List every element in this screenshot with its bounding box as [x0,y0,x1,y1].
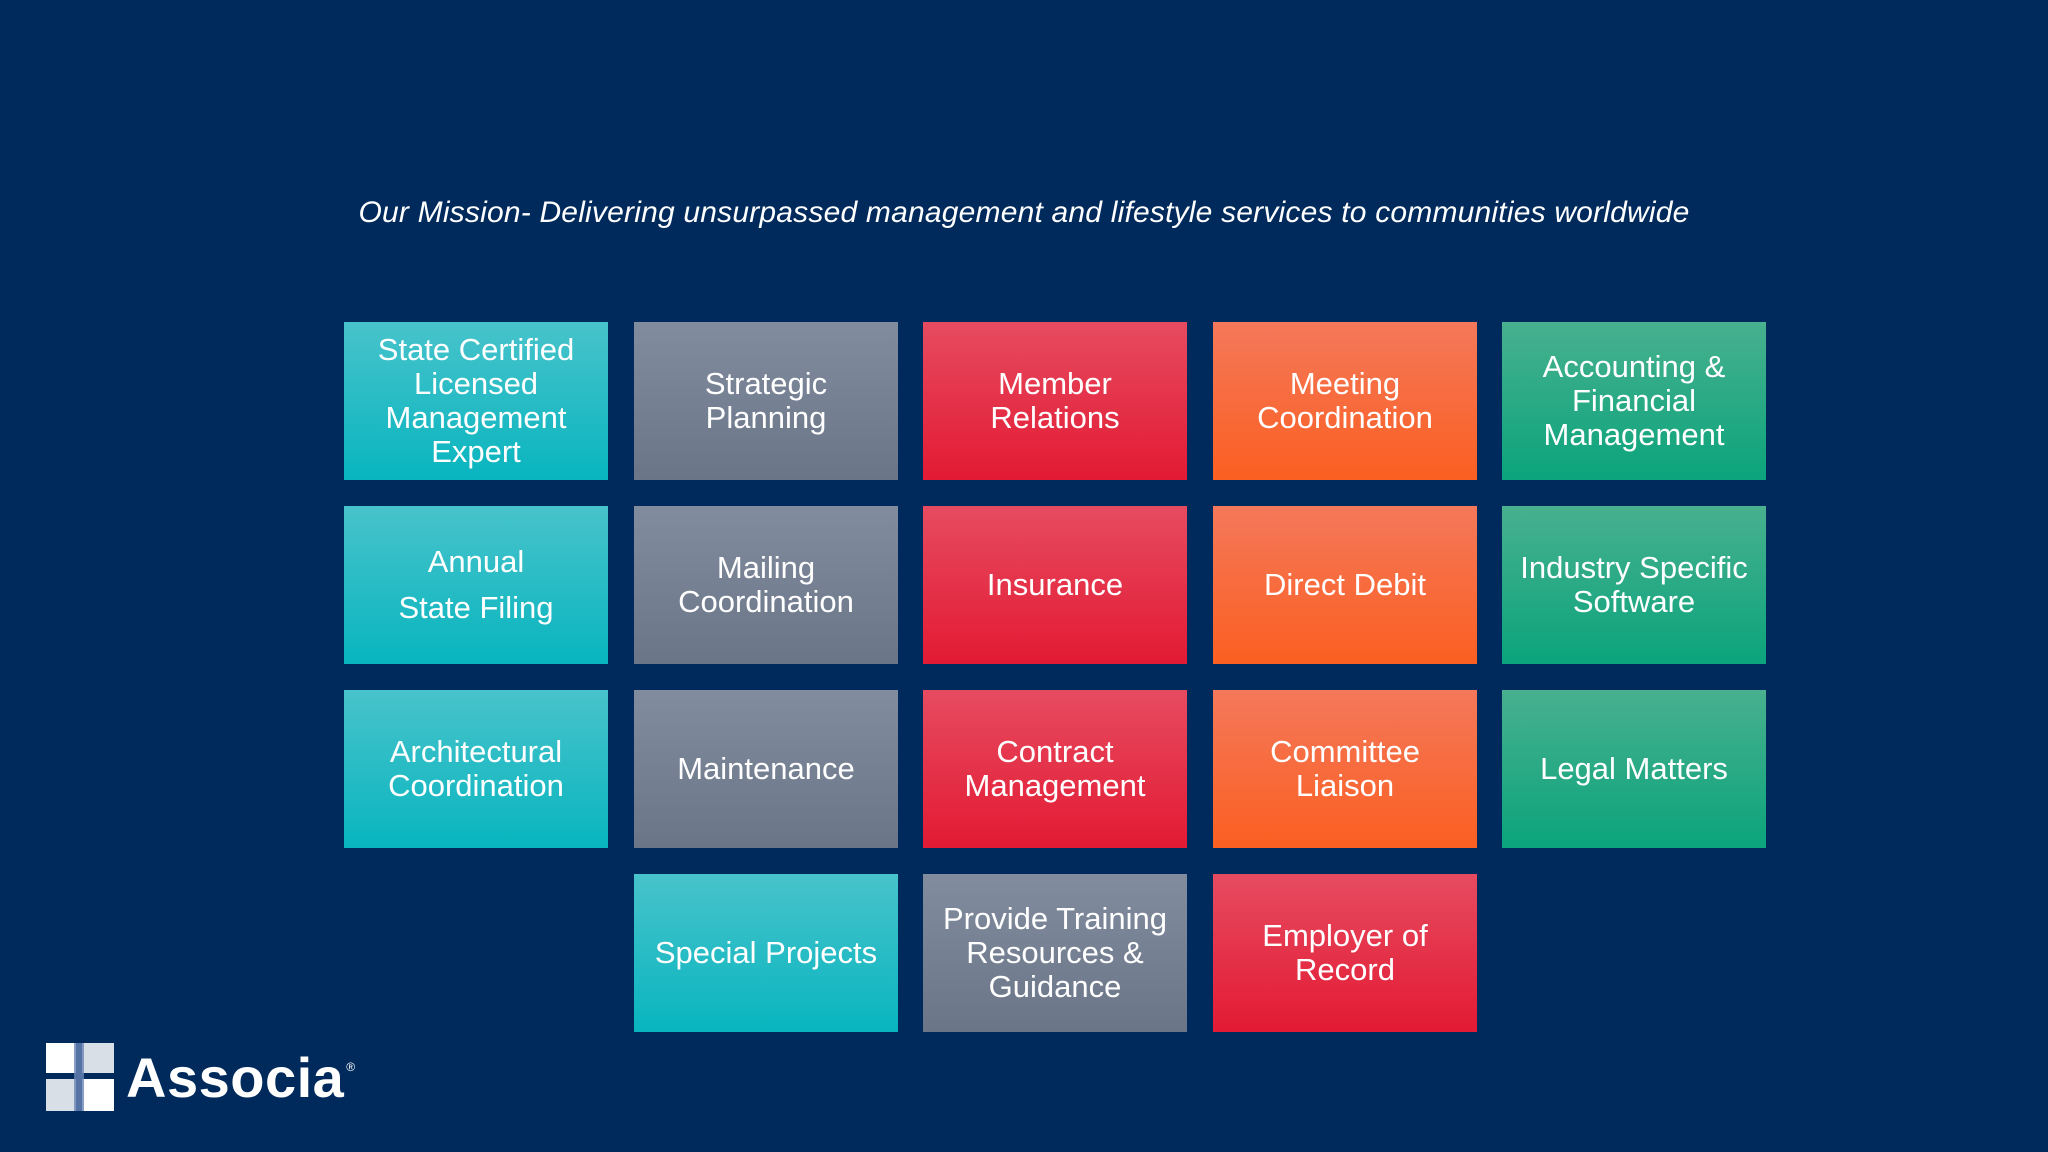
tile-strategic-planning: Strategic Planning [634,322,898,480]
tile-state-certified: State Certified Licensed Management Expe… [344,322,608,480]
tile-legal-matters: Legal Matters [1502,690,1766,848]
tile-contract-management: Contract Management [923,690,1187,848]
tile-provide-training: Provide Training Resources & Guidance [923,874,1187,1032]
tile-architectural-coordination: Architectural Coordination [344,690,608,848]
tile-mailing-coordination: Mailing Coordination [634,506,898,664]
tile-special-projects: Special Projects [634,874,898,1032]
tile-direct-debit: Direct Debit [1213,506,1477,664]
tile-committee-liaison: Committee Liaison [1213,690,1477,848]
associa-logo-text: Associa [126,1045,345,1109]
tile-industry-software: Industry Specific Software [1502,506,1766,664]
tile-maintenance: Maintenance [634,690,898,848]
registered-mark: ® [346,1060,356,1074]
mission-statement: Our Mission- Delivering unsurpassed mana… [358,196,1690,229]
associa-logo: Associa ® [46,1042,355,1112]
tile-employer-of-record: Employer of Record [1213,874,1477,1032]
tile-insurance: Insurance [923,506,1187,664]
tile-member-relations: Member Relations [923,322,1187,480]
tile-accounting-financial: Accounting & Financial Management [1502,322,1766,480]
tile-annual-state-filing: Annual State Filing [344,506,608,664]
associa-logo-icon [46,1043,114,1111]
tile-meeting-coordination: Meeting Coordination [1213,322,1477,480]
